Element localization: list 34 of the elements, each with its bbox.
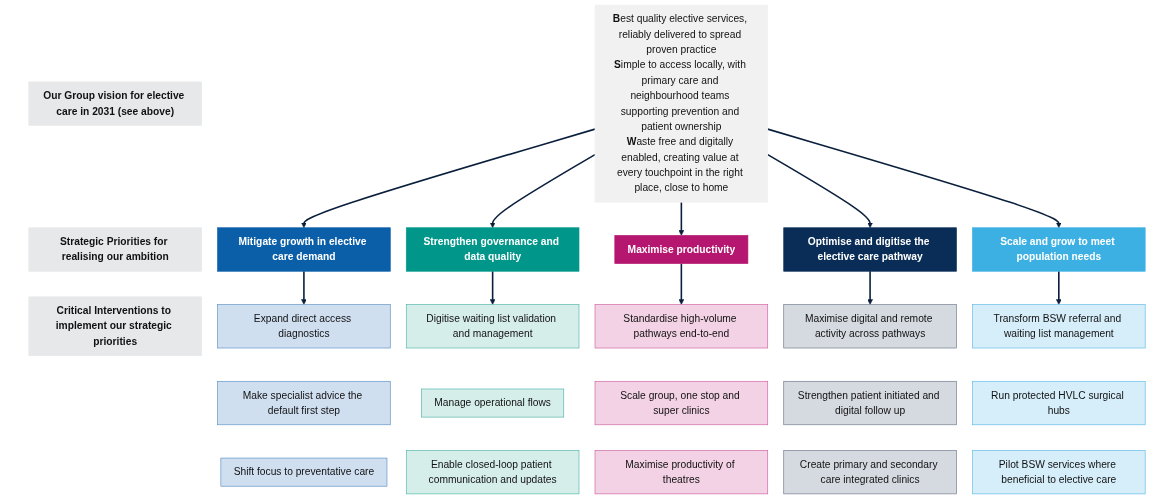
- arrow: [766, 153, 873, 228]
- node-box: Strengthen governance and data quality: [405, 227, 580, 272]
- arrow: [301, 270, 307, 305]
- node-box: Best quality elective services, reliably delivered to spread proven practice Simple to access locally, with primary care and neighbourhood teams supporting prevention and patient ownership Waste free and digitally enabled, creating value at every touchpoint in the right place, close to home: [594, 4, 769, 203]
- node-box: Strategic Priorities for realising our ambition: [28, 227, 202, 272]
- node-box: Scale and grow to meet population needs: [972, 227, 1146, 272]
- node-box: Enable closed-loop patient communication and updates: [405, 450, 580, 495]
- arrow: [867, 270, 873, 305]
- node-box: Manage operational flows: [421, 388, 565, 418]
- arrow: [766, 128, 1062, 228]
- arrow: [489, 153, 596, 228]
- node-box: Standardise high-volume pathways end-to-end: [594, 304, 769, 349]
- node-box: Create primary and secondary care integrated clinics: [783, 450, 957, 495]
- arrow: [678, 201, 685, 236]
- node-box: Critical Interventions to implement our strategic priorities: [28, 296, 202, 356]
- node-box: Digitise waiting list validation and management: [405, 304, 580, 349]
- node-box: Pilot BSW services where beneficial to elective care: [972, 450, 1146, 495]
- arrow: [301, 128, 596, 228]
- node-box: Strengthen patient initiated and digital follow up: [783, 380, 957, 426]
- node-box: Maximise productivity of theatres: [594, 450, 769, 495]
- arrow: [678, 262, 685, 305]
- arrow: [489, 270, 496, 305]
- node-box: Maximise digital and remote activity across pathways: [783, 304, 957, 349]
- node-box: Expand direct access diagnostics: [217, 304, 391, 349]
- node-box: Transform BSW referral and waiting list management: [972, 304, 1146, 349]
- node-box: Scale group, one stop and super clinics: [594, 380, 769, 426]
- node-box: Mitigate growth in elective care demand: [217, 227, 391, 272]
- node-box: Our Group vision for elective care in 2031 (see above): [28, 81, 202, 126]
- node-box: Maximise productivity: [614, 235, 749, 264]
- node-box: Make specialist advice the default first step: [217, 380, 391, 426]
- node-box: Run protected HVLC surgical hubs: [972, 380, 1146, 426]
- node-box: Optimise and digitise the elective care pathway: [783, 227, 957, 272]
- node-box: Shift focus to preventative care: [220, 457, 388, 487]
- arrow: [1056, 270, 1062, 305]
